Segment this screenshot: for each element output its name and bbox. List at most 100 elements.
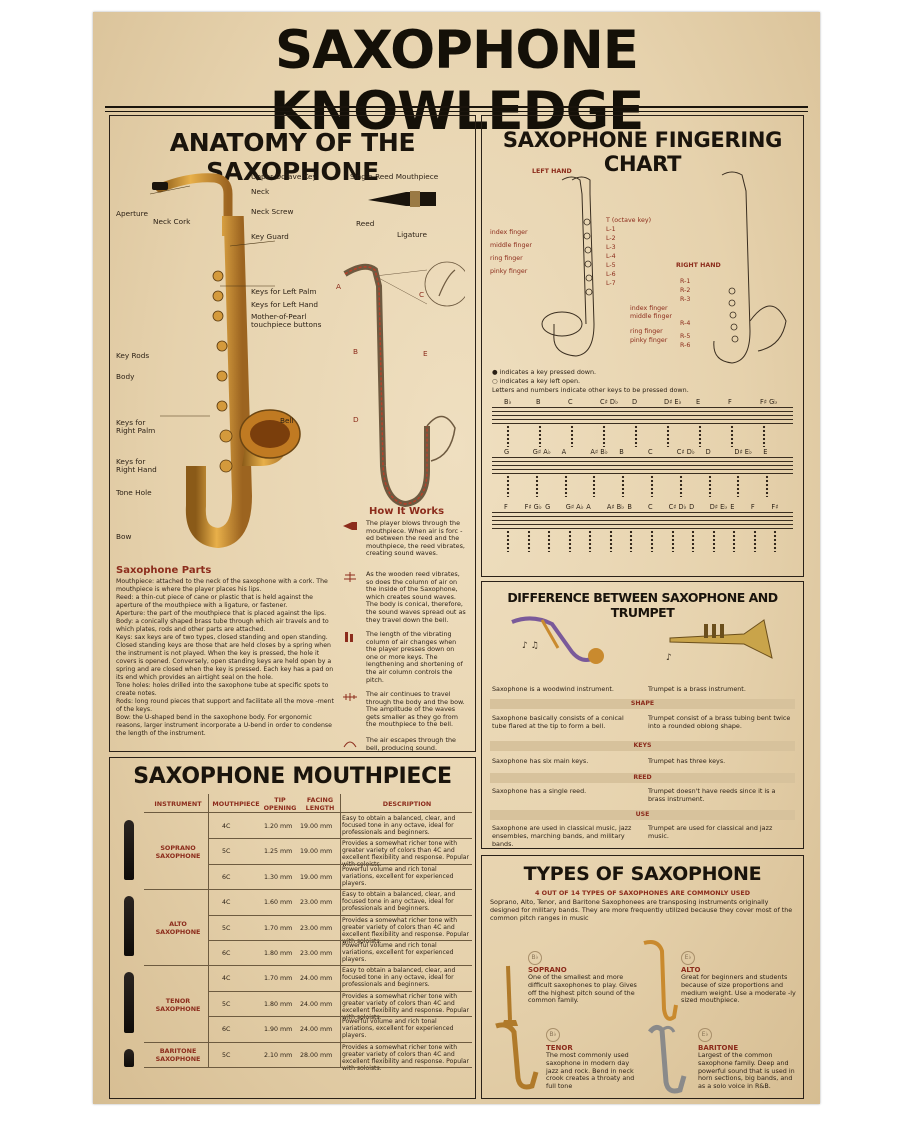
note-name: B: [619, 448, 624, 456]
mouthpiece-description-cell: Easy to obtain a balanced, clear, and fo…: [342, 891, 456, 913]
saxophone-parts-heading: Saxophone Parts: [116, 565, 212, 576]
table-group-rule: [144, 1067, 472, 1068]
mouthpiece-tip-cell: 1.90 mm: [264, 1026, 293, 1034]
staff-line: [492, 423, 793, 424]
left-key-1: L-1: [606, 226, 616, 233]
alto-desc: Great for beginners and students because…: [681, 973, 796, 1005]
right-key-2: R-2: [680, 287, 691, 294]
how-it-works-heading: How It Works: [369, 506, 445, 517]
music-staff: [492, 457, 793, 474]
how-step-3: The length of the vibrating column of ai…: [366, 630, 463, 684]
mouthpiece-mp-cell: 6C: [222, 873, 231, 881]
baritone-name: BARITONE: [698, 1044, 739, 1052]
mouthpiece-tip-cell: 2.10 mm: [264, 1051, 293, 1059]
intro-trumpet: Trumpet is a brass instrument.: [648, 685, 746, 693]
note-name: C: [648, 503, 653, 511]
fingering-key-dots: [506, 425, 510, 447]
table-header-rule: [144, 812, 472, 813]
fingering-key-dots: [570, 425, 574, 447]
mouthpiece-tip-cell: 1.25 mm: [264, 848, 293, 856]
staff-line: [492, 407, 793, 408]
category-bar-shape: [490, 699, 795, 709]
sound-wave-icon: [343, 741, 357, 748]
mouthpiece-photo-icon: [124, 820, 134, 881]
label-keys-left-hand: Keys for Left Hand: [251, 300, 318, 309]
left-pinky-finger: pinky finger: [490, 268, 528, 275]
table-group-rule: [144, 889, 472, 890]
note-name: C♯ D♭: [600, 398, 619, 406]
fingering-key-dots: [707, 475, 712, 497]
mouthpiece-description-cell: Powerful volume and rich tonal variation…: [342, 1018, 454, 1040]
header-facing-length: FACING LENGTH: [305, 796, 335, 812]
soprano-saxophone-icon: [502, 965, 518, 1026]
label-aperture: Aperture: [116, 209, 148, 218]
category-bar-reed: [490, 773, 795, 783]
note-name: G♯ A♭: [565, 503, 584, 511]
note-name: B: [627, 503, 632, 511]
label-e: E: [423, 349, 428, 358]
staff-line: [492, 457, 793, 458]
types-title: TYPES OF SAXOPHONE: [523, 863, 762, 885]
fingering-key-dots: [765, 475, 770, 497]
tenor-name: TENOR: [546, 1044, 573, 1052]
label-body: Body: [116, 372, 135, 381]
note-name: D: [632, 398, 638, 406]
fingering-key-dots: [506, 475, 510, 497]
label-neck: Neck: [251, 187, 270, 196]
left-key-2: L-2: [606, 235, 616, 242]
fingering-key-dots: [634, 425, 638, 447]
category-bar-keys: [490, 741, 795, 751]
label-d: D: [353, 415, 359, 424]
use-trumpet: Trumpet are used for classical and jazz …: [648, 824, 773, 840]
label-bow: Bow: [116, 532, 132, 541]
note-name: F♯ G♭: [760, 398, 778, 406]
how-step-1: The player blows through the mouthpiece.…: [366, 519, 465, 558]
fingering-key-dots: [588, 530, 593, 552]
legend-pressed: ● indicates a key pressed down.: [492, 368, 597, 376]
mouthpiece-tip-cell: 1.70 mm: [264, 924, 293, 932]
label-key-guard: Key Guard: [251, 232, 289, 241]
staff-line: [492, 520, 793, 521]
label-keys-right-hand: Keys for Right Hand: [116, 457, 157, 474]
left-index-finger: index finger: [490, 229, 528, 236]
mouthpiece-tip-cell: 1.70 mm: [264, 975, 293, 983]
note-name: D: [705, 448, 711, 456]
fingering-key-dots: [538, 425, 542, 447]
header-instrument: INSTRUMENT: [154, 800, 202, 808]
staff-line: [492, 512, 793, 513]
svg-text:♪: ♪: [666, 653, 672, 663]
fingering-key-dots: [773, 530, 778, 552]
saxophone-drawing-icon: ♪ ♫: [511, 616, 604, 664]
reed-saxophone: Saxophone has a single reed.: [492, 787, 587, 795]
sound-wave-icon: [344, 572, 356, 582]
left-key-t: T (octave key): [606, 217, 652, 224]
note-name: B♭: [504, 398, 512, 406]
tenor-saxophone-icon: [495, 1022, 539, 1090]
header-mouthpiece: MOUTHPIECE: [212, 800, 260, 808]
label-single-reed-mouthpiece: Single-Reed Mouthpiece: [350, 172, 439, 181]
fingering-key-dots: [711, 530, 716, 552]
left-hand-label: LEFT HAND: [532, 168, 572, 175]
types-panel: TYPES OF SAXOPHONE 4 OUT OF 14 TYPES OF …: [481, 855, 804, 1099]
keys-saxophone: Saxophone has six main keys.: [492, 757, 589, 765]
left-key-7: L-7: [606, 280, 616, 287]
label-tone-hole: Tone Hole: [116, 488, 152, 497]
mouthpiece-facing-cell: 19.00 mm: [300, 848, 333, 856]
mouthpiece-mp-cell: 5C: [222, 1051, 231, 1059]
fingering-key-dots: [650, 475, 654, 497]
staff-line: [492, 469, 793, 470]
note-name: F: [504, 503, 508, 511]
difference-panel: DIFFERENCE BETWEEN SAXOPHONE AND TRUMPET…: [481, 581, 804, 849]
left-key-6: L-6: [606, 271, 616, 278]
mouthpiece-tip-cell: 1.80 mm: [264, 1000, 293, 1008]
fingering-key-dots: [602, 425, 606, 447]
staff-line: [492, 419, 793, 420]
table-column-rule: [208, 794, 209, 1068]
left-key-4: L-4: [606, 253, 616, 260]
label-c: C: [419, 290, 425, 299]
note-name: D♯ E♭: [664, 398, 682, 406]
category-bar-use: [490, 810, 795, 820]
note-name: G: [545, 503, 551, 511]
fingering-key-dots: [736, 475, 741, 497]
fingering-key-dots: [698, 425, 702, 447]
